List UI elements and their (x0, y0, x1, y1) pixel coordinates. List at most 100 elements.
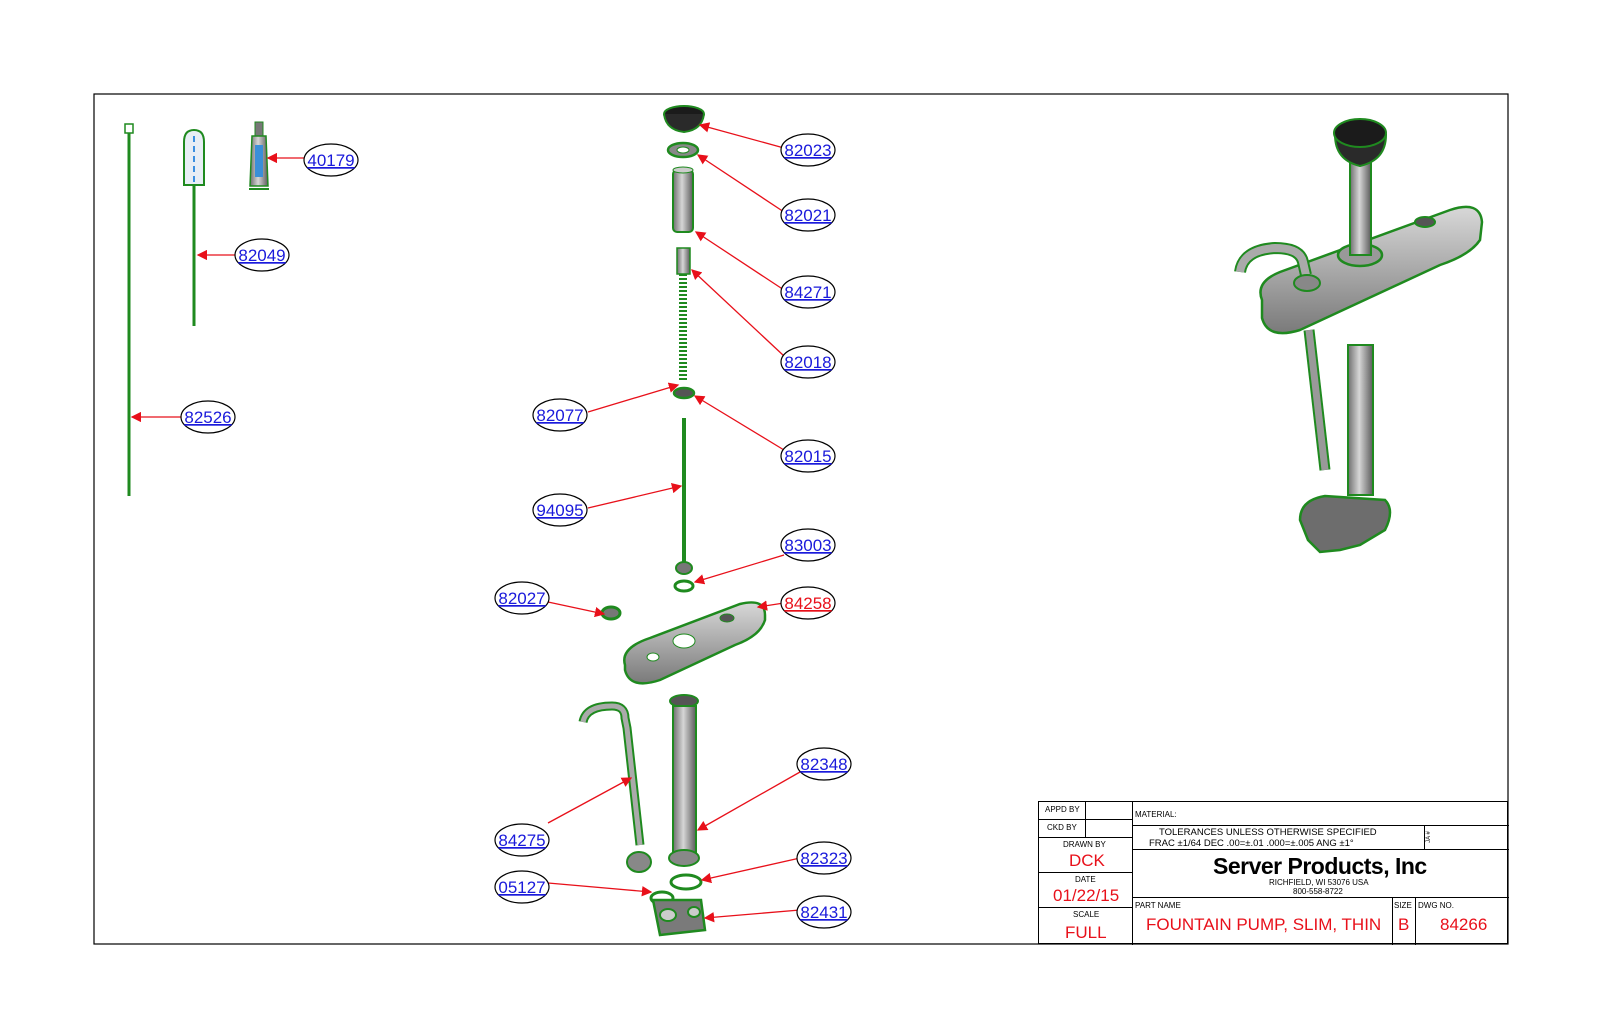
date-label: DATE (1075, 875, 1096, 884)
drawn-by-cell: DRAWN BY DCK (1039, 838, 1133, 873)
tolerances-line2: FRAC ±1/64 DEC .00=±.01 .000=±.005 ANG ±… (1149, 838, 1354, 849)
scale-value: FULL (1065, 923, 1107, 942)
callout-bubble-outline (494, 823, 550, 857)
part-82018-spring (676, 247, 691, 380)
leader-lines (130, 122, 801, 923)
part-name-value: FOUNTAIN PUMP, SLIM, THIN (1146, 915, 1382, 934)
callout-bubbles: 40179 82049 82526 82023 82021 84271 82018 82077… (180, 133, 852, 929)
callout-label: 40179 (307, 151, 354, 170)
callout-label: 82049 (238, 246, 285, 265)
size-cell: SIZE B (1393, 898, 1416, 945)
callout-bubble-outline (494, 870, 550, 904)
part-84275-spout (578, 701, 652, 873)
dwg-no-label: DWG NO. (1418, 901, 1454, 910)
callout-05127: 05127 (494, 870, 550, 904)
callout-bubble-outline (303, 143, 359, 177)
callout-40179: 40179 (303, 143, 359, 177)
part-83003-ring (673, 579, 695, 593)
tolerances-cell: TOLERANCES UNLESS OTHERWISE SPECIFIED FR… (1133, 826, 1425, 850)
material-label: MATERIAL: (1135, 810, 1177, 819)
callout-label: 84258 (784, 594, 831, 613)
callout-84275: 84275 (494, 823, 550, 857)
part-82021-nut (666, 141, 700, 159)
part-name-cell: PART NAME FOUNTAIN PUMP, SLIM, THIN (1133, 898, 1393, 945)
callout-bubble-outline (780, 586, 836, 620)
part-82049-brush (183, 128, 205, 326)
company-cell: Server Products, Inc RICHFIELD, WI 53076… (1133, 850, 1509, 898)
part-84271-sleeve (672, 166, 694, 233)
callout-82015: 82015 (780, 439, 836, 473)
callout-label: 84271 (784, 283, 831, 302)
callout-label: 05127 (498, 878, 545, 897)
material-cell: MATERIAL: (1133, 802, 1509, 826)
appd-by-label: APPD BY (1045, 805, 1080, 814)
callout-bubble-outline (780, 345, 836, 379)
company-phone: 800-558-8722 (1293, 887, 1343, 896)
assembled-pump-view (1234, 118, 1484, 554)
callout-bubble-outline (780, 528, 836, 562)
callout-bubble-outline (780, 439, 836, 473)
callout-label: 82323 (800, 849, 847, 868)
callout-bubble-outline (180, 400, 236, 434)
ckd-by-label: CKD BY (1047, 823, 1077, 832)
rev-label: JA # (1425, 831, 1432, 843)
callout-label: 94095 (536, 501, 583, 520)
part-82348-cylinder (668, 694, 700, 867)
size-value: B (1398, 915, 1410, 934)
callout-82077: 82077 (532, 398, 588, 432)
callout-82323: 82323 (796, 841, 852, 875)
callout-label: 82431 (800, 903, 847, 922)
callout-84258: 84258 (780, 586, 836, 620)
callout-bubble-outline (796, 747, 852, 781)
title-block: APPD BY CKD BY DRAWN BY DCK DATE 01/22/1… (1038, 801, 1509, 945)
callout-bubble-outline (780, 133, 836, 167)
date-cell: DATE 01/22/15 (1039, 873, 1133, 908)
callout-82526: 82526 (180, 400, 236, 434)
callout-label: 82015 (784, 447, 831, 466)
callout-label: 82077 (536, 406, 583, 425)
company-name: Server Products, Inc (1213, 853, 1427, 879)
callout-82021: 82021 (780, 198, 836, 232)
callout-label: 82348 (800, 755, 847, 774)
dwg-no-cell: DWG NO. 84266 (1416, 898, 1509, 945)
ckd-by-value-cell (1086, 820, 1133, 838)
callout-82348: 82348 (796, 747, 852, 781)
part-82015-washer (672, 386, 696, 400)
part-40179-lubricant-tube (249, 121, 269, 190)
callout-bubble-outline (780, 275, 836, 309)
callout-bubble-outline (234, 238, 290, 272)
rev-cell: JA # (1425, 826, 1509, 850)
callout-82023: 82023 (780, 133, 836, 167)
callout-label: 82027 (498, 589, 545, 608)
appd-by-cell: APPD BY (1039, 802, 1086, 820)
part-84258-plate (623, 601, 767, 685)
part-name-label: PART NAME (1135, 901, 1181, 910)
company-address: RICHFIELD, WI 53076 USA (1269, 878, 1369, 887)
callout-83003: 83003 (780, 528, 836, 562)
drawing-border (93, 93, 1509, 945)
callout-label: 84275 (498, 831, 545, 850)
part-82431-valve-body (651, 898, 707, 937)
drawn-by-label: DRAWN BY (1063, 840, 1106, 849)
dwg-no-value: 84266 (1440, 915, 1488, 934)
callout-bubble-outline (532, 493, 588, 527)
date-value: 01/22/15 (1053, 886, 1120, 905)
callout-label: 82018 (784, 353, 831, 372)
part-82023-knob (663, 105, 705, 134)
callout-bubble-outline (494, 581, 550, 615)
part-82323-oring (669, 873, 703, 891)
tolerances-line1: TOLERANCES UNLESS OTHERWISE SPECIFIED (1159, 827, 1377, 838)
callout-94095: 94095 (532, 493, 588, 527)
callout-84271: 84271 (780, 275, 836, 309)
callout-label: 83003 (784, 536, 831, 555)
scale-label: SCALE (1073, 910, 1100, 919)
callout-bubble-outline (796, 895, 852, 929)
appd-by-value-cell (1086, 802, 1133, 820)
callout-82431: 82431 (796, 895, 852, 929)
callout-bubble-outline (780, 198, 836, 232)
drawn-by-value: DCK (1069, 851, 1105, 870)
callout-82027: 82027 (494, 581, 550, 615)
callout-label: 82526 (184, 408, 231, 427)
callout-82018: 82018 (780, 345, 836, 379)
